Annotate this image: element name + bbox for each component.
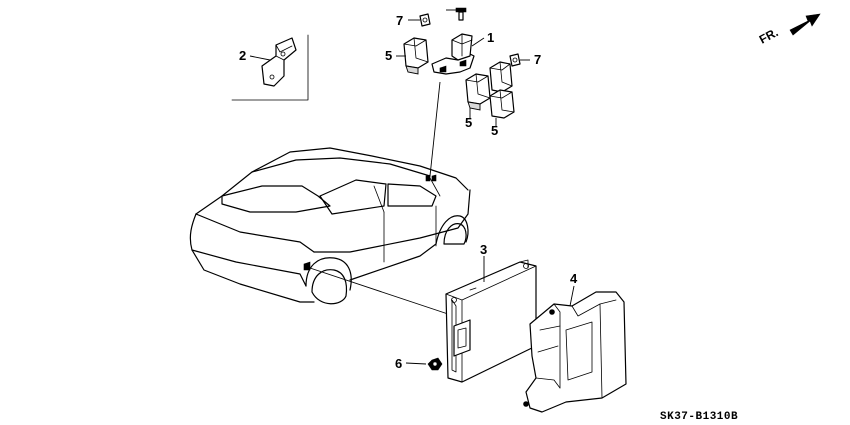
relay-part-5-middle bbox=[465, 73, 491, 118]
nut-part-6 bbox=[405, 357, 443, 371]
callout-5-middle: 5 bbox=[465, 115, 472, 130]
relay-part-5-right bbox=[489, 61, 515, 126]
callout-7-right: 7 bbox=[534, 52, 541, 67]
callout-4: 4 bbox=[570, 271, 578, 286]
bracket-part-2 bbox=[231, 34, 309, 101]
vehicle-body-outline bbox=[189, 147, 471, 305]
front-direction-label: FR. bbox=[757, 25, 781, 46]
ecu-cover-part-4 bbox=[523, 285, 627, 413]
callout-5-right: 5 bbox=[491, 123, 498, 138]
diagram-catalog-code: SK37-B1310B bbox=[660, 411, 738, 423]
ecu-unit-part-3 bbox=[445, 256, 537, 383]
relay-part-5-upper-left bbox=[396, 37, 429, 75]
callout-7-left: 7 bbox=[396, 13, 403, 28]
callout-5-upper-left: 5 bbox=[385, 48, 392, 63]
screw-part-7-top bbox=[446, 7, 467, 21]
leader-ecu-location bbox=[309, 267, 449, 315]
screw-part-7-left bbox=[408, 13, 431, 27]
leader-relay-location bbox=[429, 81, 441, 177]
relay-bracket-part-1 bbox=[431, 33, 485, 75]
screw-part-7-right bbox=[509, 53, 530, 67]
callout-2: 2 bbox=[239, 48, 246, 63]
front-arrow-icon bbox=[789, 13, 821, 36]
front-direction-indicator: FR. bbox=[757, 13, 821, 47]
callout-3: 3 bbox=[480, 242, 487, 257]
callout-6: 6 bbox=[395, 356, 402, 371]
callout-1: 1 bbox=[487, 30, 494, 45]
